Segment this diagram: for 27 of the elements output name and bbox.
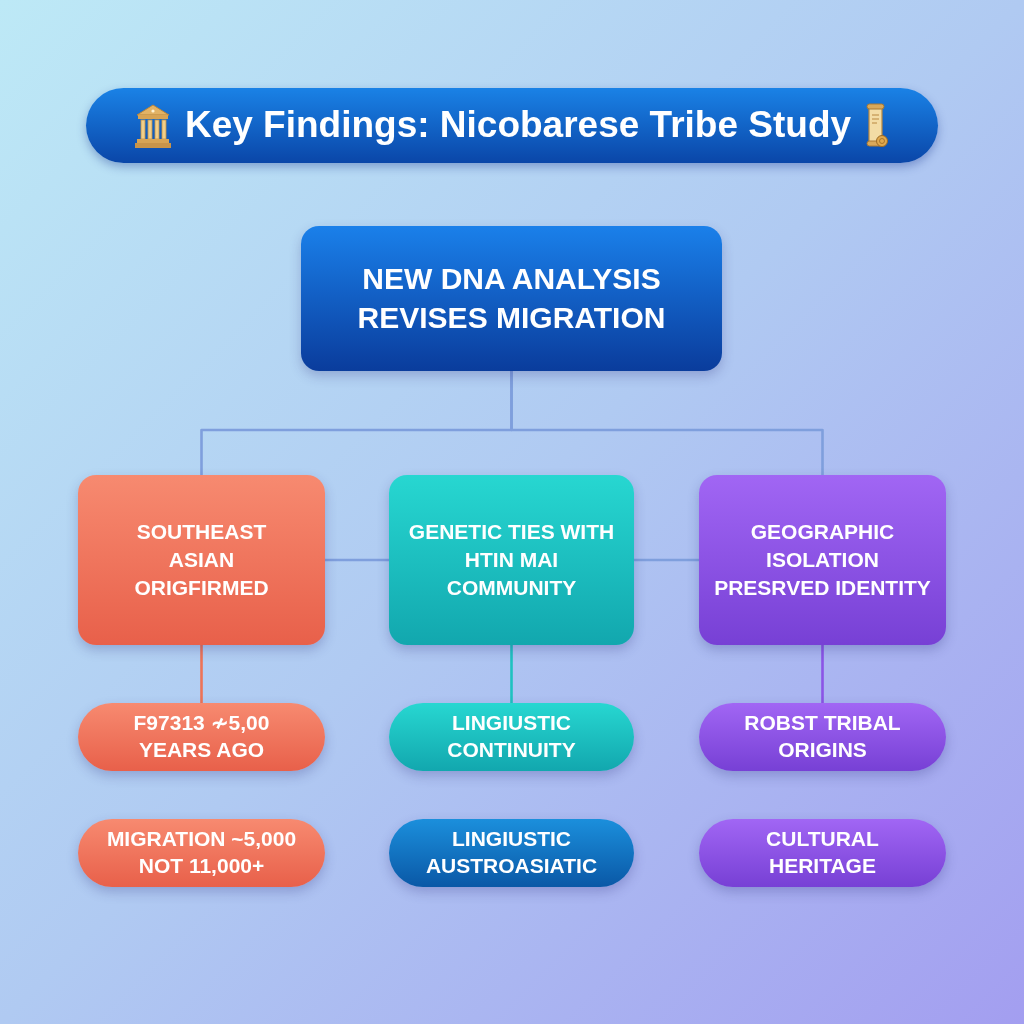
connector-line [200, 645, 203, 703]
box-label: LINGIUSTIC AUSTROASIATIC [424, 826, 599, 879]
box-label: GENETIC TIES WITH HTIN MAI COMMUNITY [407, 519, 616, 601]
box-label: LINGIUSTIC CONTINUITY [446, 710, 577, 763]
category-box [78, 475, 325, 645]
box-label: GEOGRAPHIC ISOLATION PRESRVED IDENTITY [713, 519, 932, 601]
finding-pill [78, 819, 325, 887]
box-label: F97313 ≁5,00 YEARS AGO [132, 710, 271, 763]
heading-box [301, 226, 722, 371]
box-label: MIGRATION ~5,000 NOT 11,000+ [105, 826, 298, 879]
connector-line [510, 645, 513, 703]
connector-line [510, 371, 824, 475]
category-box [699, 475, 946, 645]
box-label: NEW DNA ANALYSIS REVISES MIGRATION [356, 261, 667, 336]
category-box [389, 475, 634, 645]
finding-pill [78, 703, 325, 771]
box-label: SOUTHEAST ASIAN ORIGFIRMED [133, 519, 270, 601]
connector-line [325, 558, 389, 562]
box-label: ROBST TRIBAL ORIGINS [743, 710, 902, 763]
connector-line [634, 558, 699, 562]
finding-pill [699, 703, 946, 771]
title-text: Key Findings: Nicobarese Tribe Study [184, 105, 852, 146]
finding-pill [389, 819, 634, 887]
box-label: CULTURAL HERITAGE [765, 826, 880, 879]
finding-pill [389, 703, 634, 771]
finding-pill [699, 819, 946, 887]
connector-line [821, 645, 824, 703]
